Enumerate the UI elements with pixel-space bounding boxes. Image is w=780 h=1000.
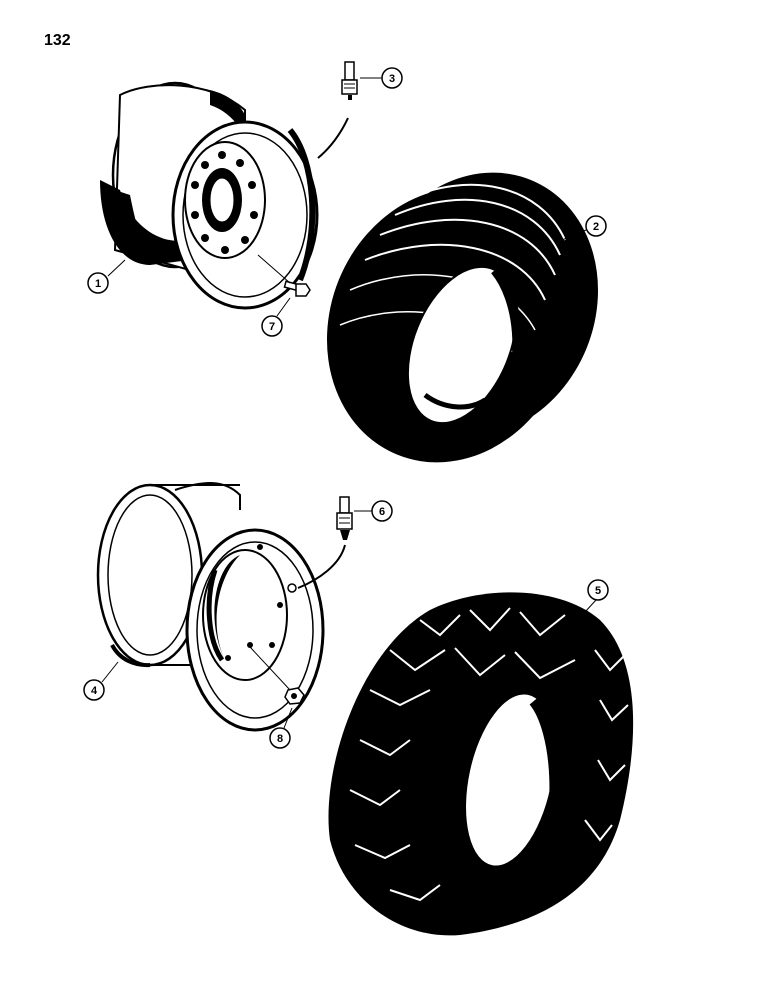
callout-7: 7: [261, 297, 291, 337]
rib-tire-2: [326, 172, 599, 463]
callout-label-6: 6: [379, 506, 385, 518]
callout-8: 8: [269, 707, 293, 749]
valve-stem-6: [297, 496, 353, 589]
valve-stem-3: [317, 61, 358, 159]
callout-2: 2: [561, 215, 607, 241]
lug-tire-5: [328, 592, 634, 936]
callout-label-4: 4: [91, 685, 98, 697]
wheel-nut-8: [284, 687, 305, 705]
wheel-rim-4: [96, 482, 325, 732]
callout-3: 3: [360, 67, 403, 89]
callout-1: 1: [87, 259, 126, 294]
callout-label-7: 7: [269, 321, 275, 333]
wheel-rim-1: [100, 81, 319, 310]
callout-5: 5: [584, 579, 609, 613]
page-number: 132: [44, 32, 71, 49]
callout-4: 4: [83, 661, 119, 701]
wheel-bolt-7: [283, 280, 311, 297]
leader-8-to-rim: [249, 646, 291, 691]
leader-7-to-rim: [257, 254, 291, 284]
callout-label-1: 1: [95, 278, 101, 290]
callout-label-5: 5: [595, 585, 601, 597]
callout-6: 6: [354, 500, 393, 522]
callout-label-3: 3: [389, 73, 395, 85]
callout-label-8: 8: [277, 733, 283, 745]
callout-label-2: 2: [593, 221, 599, 233]
